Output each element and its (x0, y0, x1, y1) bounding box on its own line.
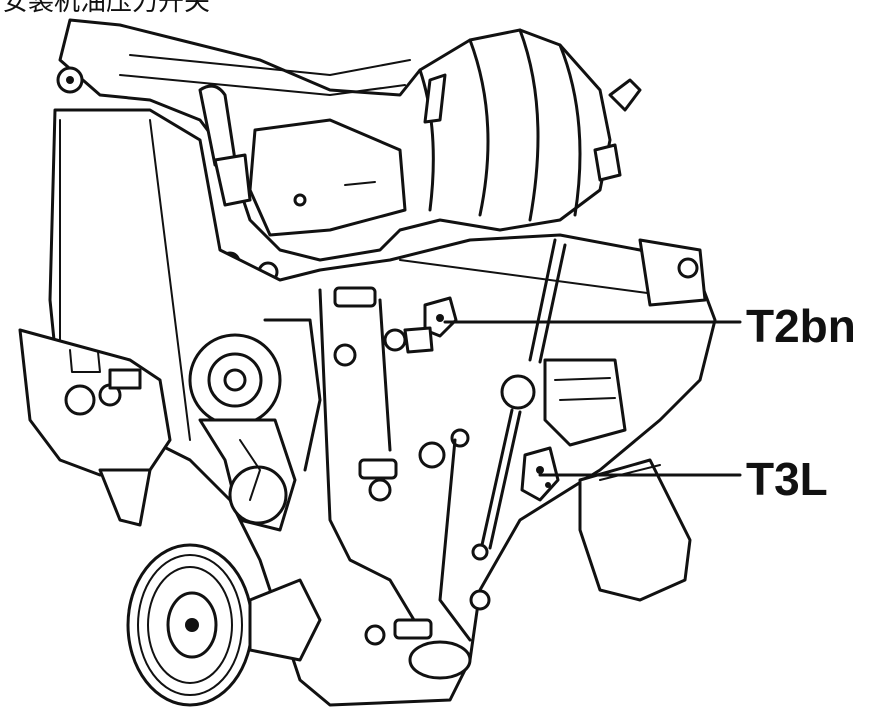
dipstick-tube (471, 238, 567, 561)
tensioner-pulley (188, 318, 322, 532)
crank-pulley (126, 543, 322, 707)
header-caption: 安装机油压力开关 (2, 0, 210, 17)
callout-t3l: T3L (746, 453, 828, 505)
oil-filter (543, 238, 707, 602)
sensor-t2bn (403, 296, 458, 354)
front-cover (333, 286, 491, 680)
engine-mount (18, 328, 172, 527)
callout-t2bn: T2bn (746, 300, 856, 352)
